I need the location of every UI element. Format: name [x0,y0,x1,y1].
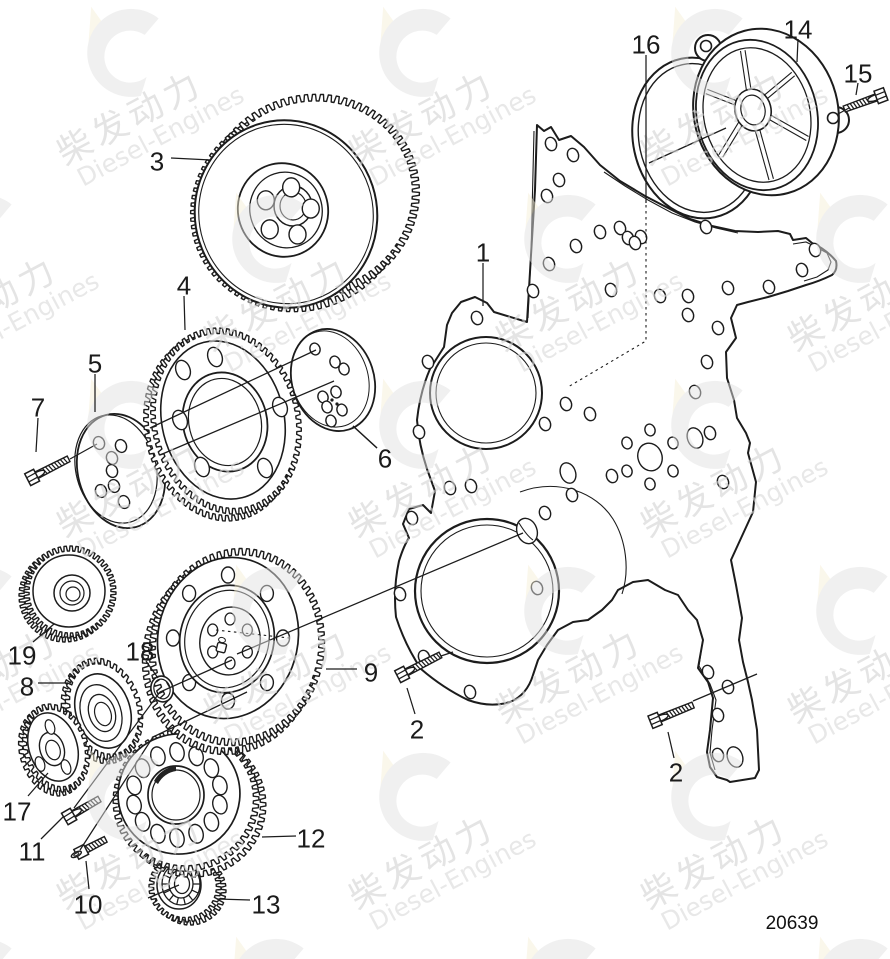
watermark-logo [232,564,304,655]
callout-leader-17 [27,772,49,797]
watermark-logo [524,192,596,283]
callout-label-5: 5 [88,348,102,378]
callout-label-17: 17 [3,796,32,826]
watermark-en-text: Diesel-Engines [219,0,396,6]
callout-leader-6 [352,425,378,449]
callout-label-8: 8 [20,671,34,701]
callout-label-1: 1 [476,237,490,267]
callout-label-12: 12 [297,823,326,853]
part-9-camshaft-gear [141,547,326,756]
callout-label-10: 10 [74,889,103,919]
callout-leader-2 [667,731,675,759]
callout-leader-19 [32,623,55,643]
watermark-logo [816,936,888,959]
watermark-logo [87,378,159,469]
watermark-logo [524,936,596,959]
callout-leader-3 [170,157,212,161]
watermark-logo [524,564,596,655]
part-4-ring-gear [143,327,302,522]
watermark-logo [816,564,888,655]
watermark-logo [379,378,451,469]
watermark-logo [87,6,159,97]
part-15-bolt [842,86,889,113]
part-14-cover [692,27,850,197]
callout-leader-11 [40,816,64,840]
watermark-logo [816,192,888,283]
callout-leader-15 [855,82,859,96]
watermark-logo [671,6,743,97]
callout-leader-14 [796,38,799,63]
watermark-logo [87,750,159,841]
watermark-logo [671,378,743,469]
watermark-logo [379,6,451,97]
watermark-en-text: Diesel-Engines [0,0,104,6]
callout-leader-13 [216,898,251,901]
callout-label-11: 11 [19,836,46,866]
callout-label-9: 9 [364,657,378,687]
callout-label-4: 4 [177,270,191,300]
part-12-crankshaft-gear [112,728,267,878]
callout-label-15: 15 [844,58,873,88]
callout-label-14: 14 [784,14,813,44]
part-5-plate [74,412,167,530]
watermark-logo [232,936,304,959]
part-1-timing-cover-plate [393,124,838,783]
part-10-bolt [70,835,109,861]
callout-label-3: 3 [150,146,164,176]
callout-label-19: 19 [8,640,37,670]
part-6-plate [289,328,377,432]
callout-label-2: 2 [669,757,683,787]
callout-label-6: 6 [378,443,392,473]
part-2-bolt-a [393,651,443,684]
callout-leader-10 [85,860,90,890]
part-17-gear [17,703,91,797]
part-3-flywheel [189,93,421,313]
part-11-bolt [60,795,102,826]
callout-label-16: 16 [632,29,661,59]
diagram-layer [17,27,889,926]
callout-leader-12 [261,835,297,838]
drawing-number: 20639 [766,913,819,934]
callout-label-18: 18 [126,636,155,666]
watermark-logo [379,750,451,841]
watermark-logo [232,192,304,283]
watermark-logo [671,750,743,841]
part-19-idler-gear [18,545,117,643]
watermark-en-text: Diesel-Engines [803,0,890,6]
callout-leader-4 [183,295,186,331]
callout-label-7: 7 [31,392,45,422]
callout-label-2: 2 [410,714,424,744]
callout-label-13: 13 [252,889,281,919]
callout-leader-18 [145,660,159,679]
part-7-bolt [23,455,71,487]
watermark-en-text: Diesel-Engines [511,0,688,6]
part-2-bolt-b [647,701,696,730]
watermark-logo [0,939,12,959]
callout-leader-2 [406,687,416,715]
callout-leader-7 [35,417,39,453]
